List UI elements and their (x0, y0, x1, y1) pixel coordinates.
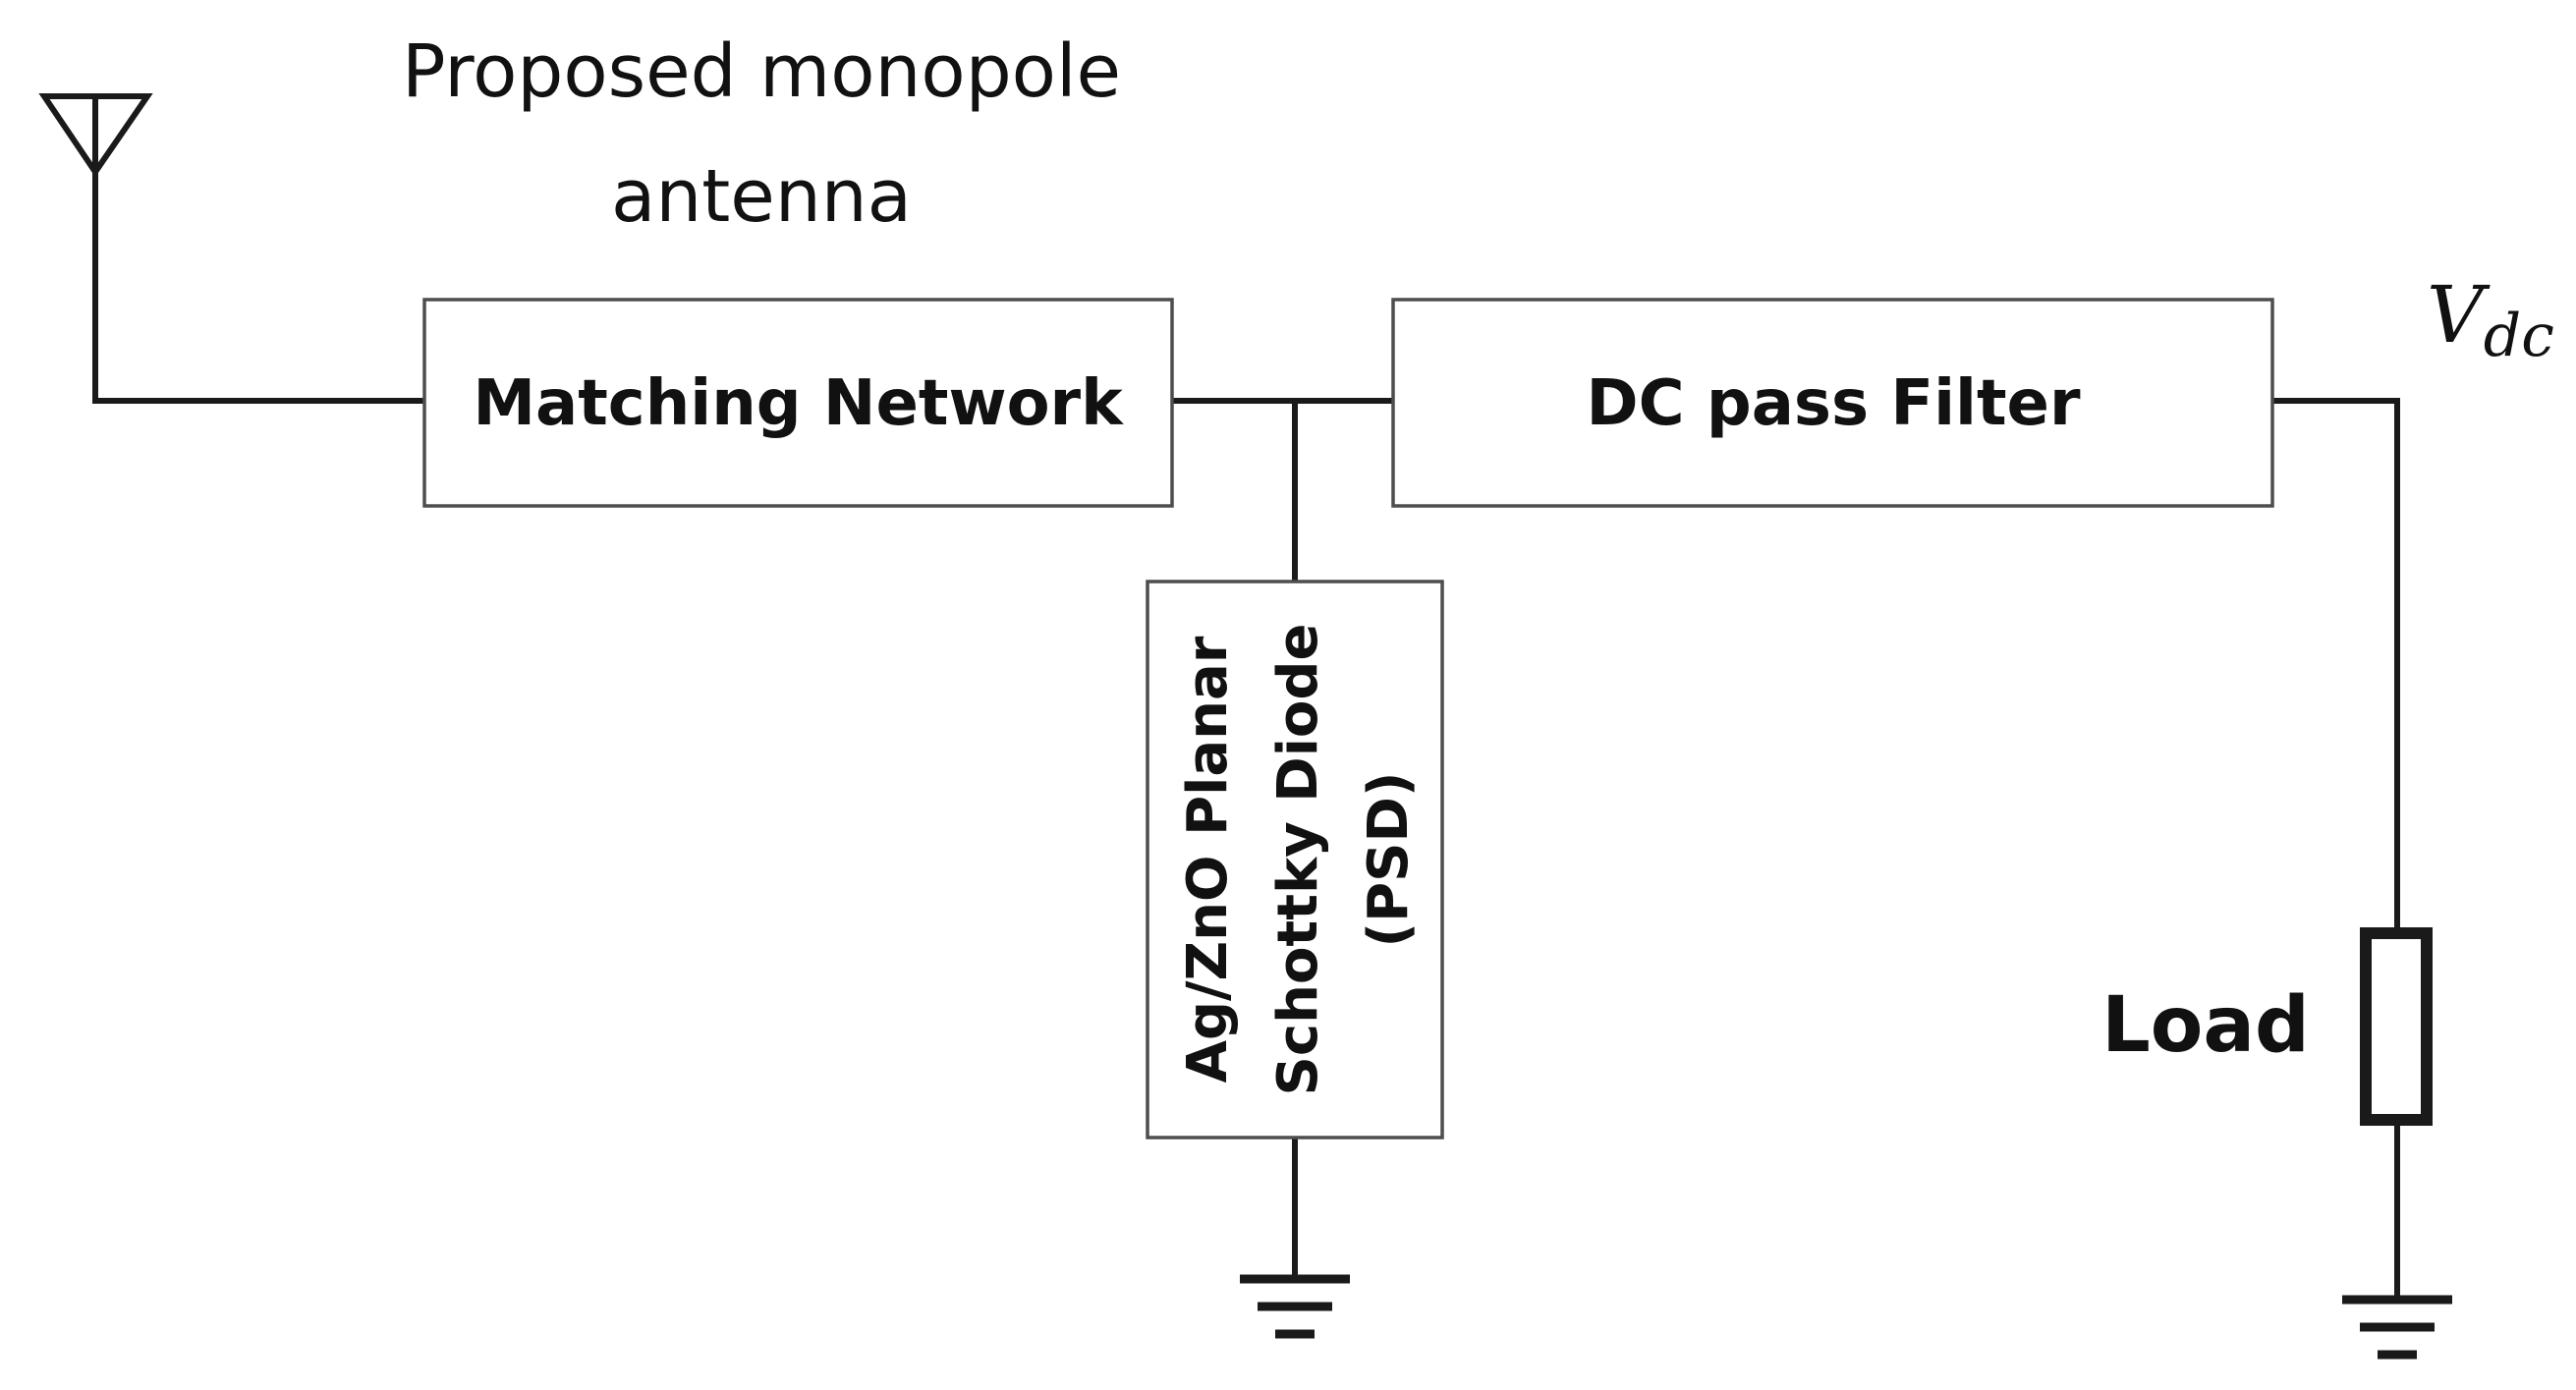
diode-label-line2: Schottky Diode (1266, 624, 1330, 1096)
dc-pass-filter-label: DC pass Filter (1587, 367, 2081, 440)
diode-ground-icon (1240, 1274, 1350, 1339)
load-resistor-icon (2360, 927, 2433, 1126)
output-wire (2269, 398, 2400, 936)
matching-network-label: Matching Network (473, 367, 1124, 440)
dc-pass-filter-block: DC pass Filter (1391, 298, 2274, 508)
matching-network-block: Matching Network (422, 298, 1174, 508)
antenna-title-line2: antenna (611, 154, 912, 239)
circuit-wires (92, 290, 2400, 1303)
load-label: Load (2101, 981, 2310, 1070)
load-ground-icon (2342, 1295, 2452, 1360)
schottky-diode-block: Ag/ZnO Planar Schottky Diode (PSD) (1146, 580, 1444, 1140)
antenna-feed-wire (92, 290, 427, 404)
vdc-label: Vdc (2427, 269, 2554, 370)
diode-label-line3: (PSD) (1357, 771, 1421, 947)
diode-label-line1: Ag/ZnO Planar (1176, 636, 1240, 1083)
antenna-title-line1: Proposed monopole (402, 29, 1121, 114)
antenna-icon (38, 93, 153, 293)
